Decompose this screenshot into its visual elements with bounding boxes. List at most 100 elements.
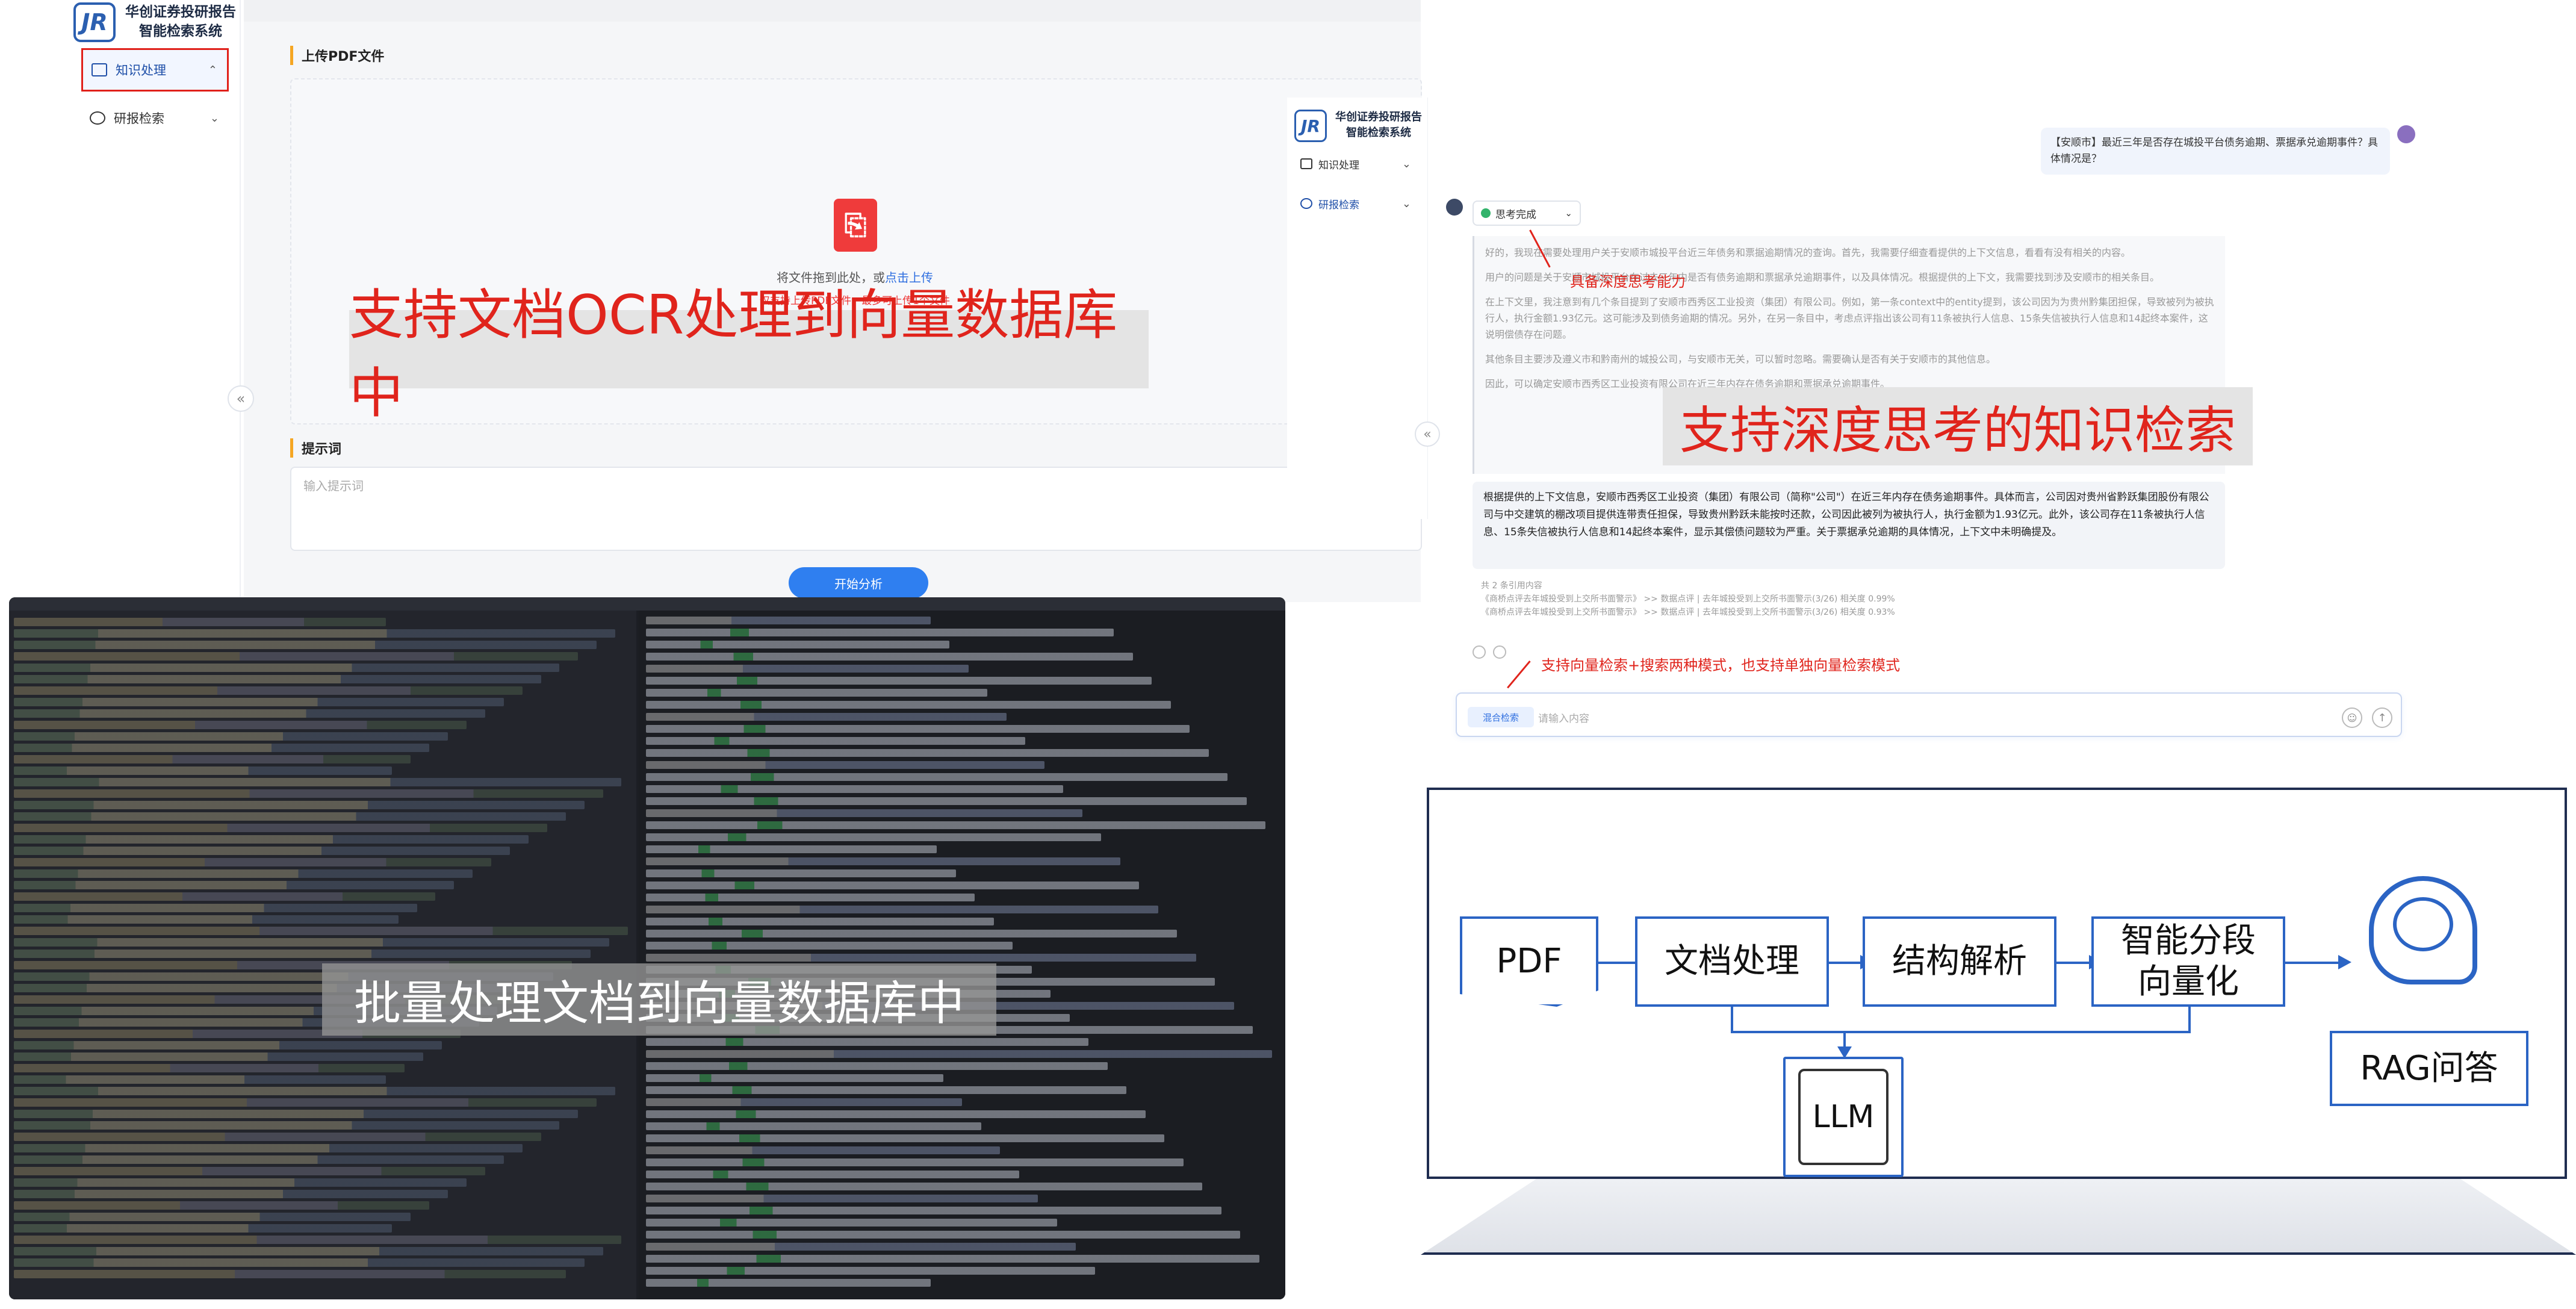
app-title-line1: 华创证券投研报告 [125,4,236,20]
search-app-nav-report[interactable]: 研报检索 ⌄ [1300,191,1421,216]
log-line [646,1038,1088,1046]
thinking-status-label: 思考完成 [1495,208,1536,221]
log-line [646,677,1152,685]
log-line [646,761,1044,769]
arrow [1598,962,1640,964]
search-app-nav-label: 知识处理 [1318,159,1359,172]
log-line [14,824,547,832]
prompt-textarea[interactable]: 输入提示词 [290,467,1422,551]
terminal-right-log [646,617,1278,1297]
log-line [646,1098,962,1106]
log-line [646,749,1209,757]
connector [1731,1007,1733,1033]
chevron-down-icon: ⌄ [1565,208,1572,219]
log-line [646,1219,1057,1227]
log-line [14,618,386,626]
send-button[interactable]: ↑ [2372,707,2392,728]
app-logo: JR [73,2,116,42]
thinking-status-toggle[interactable]: 思考完成 ⌄ [1473,201,1581,226]
reference-item[interactable]: 《商桥点评去年城投受到上交所书面警示》 >> 数据点评 | 去年城投受到上交所书… [1481,594,1895,604]
log-line [14,732,448,741]
terminal-window [9,597,1285,1299]
sidebar-item-knowledge[interactable]: 知识处理 ⌃ [81,48,229,92]
connector [2188,1007,2191,1033]
log-line [646,1231,1240,1239]
prompt-section-title: 提示词 [290,438,341,458]
log-line [14,1190,448,1198]
copy-icon[interactable] [1473,645,1486,659]
log-line [14,1167,485,1175]
log-line [14,927,628,935]
reference-item[interactable]: 《商桥点评去年城投受到上交所书面警示》 >> 数据点评 | 去年城投受到上交所书… [1481,608,1895,617]
upload-hint: 仅支持上传PDF文件，最多可上传1个文件 [760,295,950,307]
log-line [14,1041,442,1049]
arrow [2056,962,2094,964]
log-line [14,721,467,729]
drop-instruction: 将文件拖到此处，或 [777,270,885,285]
folder-icon [1300,158,1312,169]
log-line [646,641,949,648]
log-line [646,701,1171,709]
refresh-icon[interactable] [1493,645,1506,659]
click-upload-link[interactable]: 点击上传 [885,270,933,285]
terminal-left-pane [9,611,636,1299]
log-line [14,1224,393,1233]
app-title: 华创证券投研报告 智能检索系统 [123,2,238,41]
sidebar-item-report-search[interactable]: 研报检索 ⌄ [81,102,229,134]
log-line [14,812,566,821]
log-line [14,629,616,638]
node-pdf: PDF [1460,916,1598,1007]
chevron-down-icon: ⌄ [1401,197,1411,210]
connector [1731,1031,2191,1033]
start-analysis-button[interactable]: 开始分析 [789,567,928,599]
log-line [14,950,591,958]
log-line [14,675,541,683]
log-line [14,835,529,844]
node-doc-process: 文档处理 [1635,916,1829,1007]
emoji-icon[interactable]: ☺ [2342,707,2362,728]
log-line [646,1207,1221,1214]
chat-input[interactable]: 请输入内容 [1538,712,1589,725]
log-line [646,773,1227,781]
pdf-icon: ⎘ [834,199,877,252]
collapse-sidebar-button[interactable]: « [228,385,254,412]
search-app-nav-label: 研报检索 [1318,199,1359,211]
log-line [14,1121,560,1130]
log-line [14,664,560,672]
log-line [14,869,473,878]
search-app-nav-knowledge[interactable]: 知识处理 ⌄ [1300,152,1421,176]
chat-collapse-button[interactable]: « [1415,421,1440,447]
hybrid-search-annotation: 支持向量检索+搜索两种模式，也支持单独向量检索模式 [1541,657,1901,674]
log-line [646,942,1013,950]
log-line [646,653,1133,661]
log-line [646,918,994,925]
log-line [14,1133,541,1141]
log-line [646,1146,1000,1154]
node-struct-parse: 结构解析 [1863,916,2056,1007]
log-line [14,698,504,706]
search-app-logo: JR [1294,110,1327,142]
log-line [646,1279,931,1287]
log-line [14,778,622,786]
log-line [646,1134,1164,1142]
log-line [646,1243,1076,1251]
drop-text: 将文件拖到此处，或点击上传 [722,268,987,285]
log-line [14,904,417,912]
log-line [646,1110,1146,1118]
log-line [646,881,1139,889]
user-message: 【安顺市】最近三年是否存在城投平台债务逾期、票据承兑逾期事件？具体情况是？ [2041,128,2390,175]
search-settings-icon [1300,198,1312,209]
diagram-stage-base [1421,1179,2576,1255]
deep-thinking-annotation: 具备深度思考能力 [1570,273,1686,290]
log-line [646,1158,1184,1166]
log-line [14,1144,523,1152]
log-line [14,709,485,718]
log-line [646,1086,1126,1094]
thinking-paragraph: 在上下文里，我注意到有几个条目提到了安顺市西秀区工业投资（集团）有限公司。例如，… [1485,296,2214,340]
sidebar-item-label: 研报检索 [114,111,164,126]
terminal-titlebar [9,597,1285,611]
hybrid-search-toggle[interactable]: 混合检索 [1468,707,1534,727]
chat-input-container [1456,692,2402,737]
log-line [14,1258,585,1267]
references-block: 共 2 条引用内容 《商桥点评去年城投受到上交所书面警示》 >> 数据点评 | … [1481,579,2083,619]
